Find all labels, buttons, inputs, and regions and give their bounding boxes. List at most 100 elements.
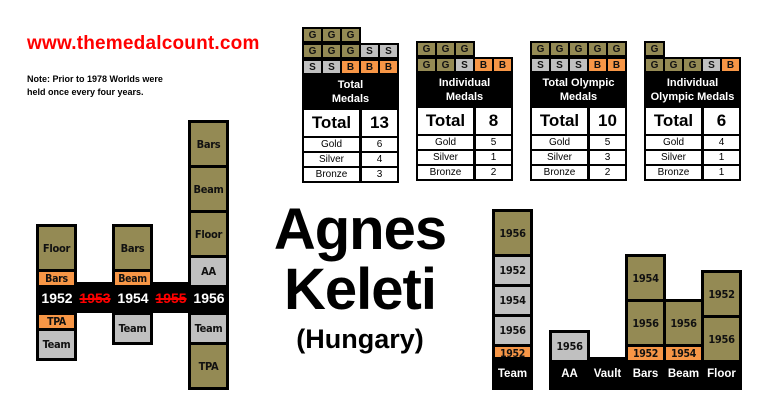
- medal-token: G: [646, 59, 663, 71]
- medal-type-label: Gold: [532, 136, 587, 149]
- medal-type-label: Bronze: [646, 166, 701, 179]
- medal-count-value: 4: [704, 136, 739, 149]
- medal-token: B: [589, 59, 606, 71]
- medal-token: S: [703, 59, 720, 71]
- medal-token: B: [722, 59, 739, 71]
- medal-token: G: [418, 43, 435, 55]
- silver-medal-box: Team: [115, 315, 150, 342]
- total-label: Total: [646, 108, 701, 134]
- medal-token: G: [304, 45, 321, 57]
- medal-token: S: [551, 59, 568, 71]
- bronze-medal-box: 1954: [666, 347, 701, 360]
- total-value: 13: [362, 110, 397, 136]
- card-title-line: Individual: [438, 77, 491, 89]
- medal-type-label: Gold: [418, 136, 473, 149]
- medal-type-label: Silver: [304, 153, 359, 166]
- year-label-1953: 1953: [79, 289, 111, 306]
- year-label-1955: 1955: [155, 289, 187, 306]
- medal-count-value: 3: [590, 151, 625, 164]
- medal-type-label: Silver: [646, 151, 701, 164]
- year-label-1954: 1954: [117, 289, 149, 306]
- medal-token: S: [570, 59, 587, 71]
- medal-token: G: [551, 43, 568, 55]
- card-title-line: Total Olympic: [542, 77, 615, 89]
- gold-medal-box: Bars: [191, 123, 226, 165]
- medal-token: G: [437, 43, 454, 55]
- silver-medal-box: 1956: [552, 333, 587, 360]
- medal-count-value: 4: [362, 153, 397, 166]
- apparatus-label-beam: Beam: [667, 367, 700, 380]
- medals-below-1952: TPA Team: [36, 312, 77, 361]
- silver-medal-box: 1954: [495, 287, 530, 314]
- silver-medal-box: AA: [191, 258, 226, 285]
- total-value: 8: [476, 108, 511, 134]
- total-value: 10: [590, 108, 625, 134]
- medal-type-label: Gold: [304, 138, 359, 151]
- medal-token: S: [456, 59, 473, 71]
- medal-token: G: [437, 59, 454, 71]
- medal-token: G: [589, 43, 606, 55]
- site-url[interactable]: www.themedalcount.com: [27, 33, 260, 54]
- medal-token: G: [342, 45, 359, 57]
- medal-type-label: Silver: [418, 151, 473, 164]
- medal-token: G: [323, 29, 340, 41]
- medal-type-label: Bronze: [418, 166, 473, 179]
- medal-token: B: [608, 59, 625, 71]
- timeline-bar: [36, 282, 229, 313]
- bronze-medal-box: Bars: [39, 272, 74, 285]
- year-label-1952: 1952: [41, 289, 73, 306]
- gold-medal-box: 1956: [628, 302, 663, 344]
- total-label: Total: [532, 108, 587, 134]
- team-label: Team: [497, 367, 528, 380]
- medal-token: S: [361, 45, 378, 57]
- medal-token: G: [532, 43, 549, 55]
- medal-count-value: 2: [590, 166, 625, 179]
- bronze-medal-box: 1952: [628, 347, 663, 360]
- card-title-line: Medals: [559, 91, 598, 103]
- bronze-medal-box: TPA: [39, 315, 74, 328]
- gold-medal-box: 1956: [495, 212, 530, 254]
- athlete-first-name: Agnes: [273, 197, 447, 262]
- medal-token: G: [608, 43, 625, 55]
- silver-medal-box: Team: [39, 331, 74, 358]
- medal-type-label: Gold: [646, 136, 701, 149]
- gold-medal-box: TPA: [191, 345, 226, 387]
- medal-token: S: [532, 59, 549, 71]
- card-title-line: Medals: [331, 93, 370, 105]
- gold-medal-box: Bars: [115, 227, 150, 269]
- medal-type-label: Bronze: [532, 166, 587, 179]
- athlete-country: (Hungary): [296, 324, 424, 354]
- gold-medal-box: Floor: [191, 213, 226, 255]
- medal-token: B: [361, 61, 378, 73]
- medal-token: B: [475, 59, 492, 71]
- total-label: Total: [304, 110, 359, 136]
